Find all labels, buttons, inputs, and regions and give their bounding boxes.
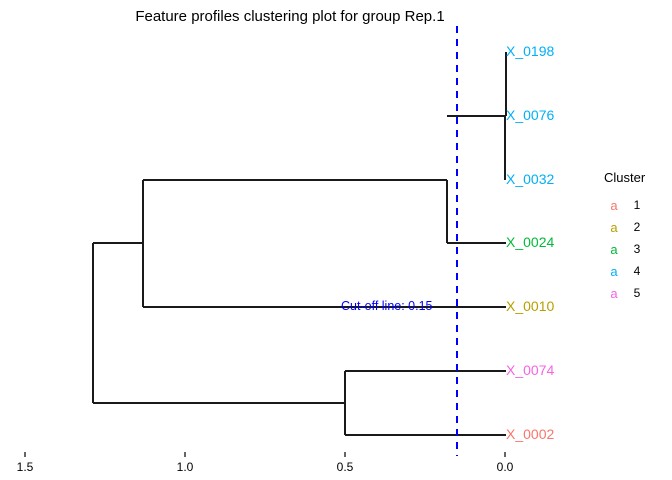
legend-glyph-icon: a: [610, 263, 618, 279]
leaf-label-x_0074: X_0074: [506, 362, 555, 378]
leaf-label-x_0010: X_0010: [506, 298, 555, 314]
leaf-label-x_0002: X_0002: [506, 426, 555, 442]
axis-tick-label: 0.5: [336, 460, 354, 474]
cutoff-label: Cut-off line: 0.15: [341, 299, 433, 313]
legend-glyph-icon: a: [610, 285, 618, 301]
x-axis: [24, 452, 506, 457]
dendrogram-links: [92, 52, 507, 436]
leaf-label-x_0076: X_0076: [506, 107, 555, 123]
legend-key-label: 3: [633, 242, 641, 256]
leaf-label-x_0032: X_0032: [506, 171, 555, 187]
legend-key-label: 1: [633, 198, 641, 212]
legend-title: Cluster: [604, 170, 646, 185]
leaf-label-x_0198: X_0198: [506, 43, 555, 59]
legend-glyph-icon: a: [610, 219, 618, 235]
legend-key-label: 2: [633, 220, 641, 234]
page-title: Feature profiles clustering plot for gro…: [135, 8, 445, 25]
legend-glyph-icon: a: [610, 241, 618, 257]
axis-tick-label: 1.0: [176, 460, 194, 474]
legend-key-label: 5: [633, 286, 641, 300]
axis-tick-label: 1.5: [16, 460, 34, 474]
legend-glyph-icon: a: [610, 197, 618, 213]
leaf-label-x_0024: X_0024: [506, 234, 555, 250]
axis-tick-label: 0.0: [496, 460, 514, 474]
legend-key-label: 4: [633, 264, 641, 278]
